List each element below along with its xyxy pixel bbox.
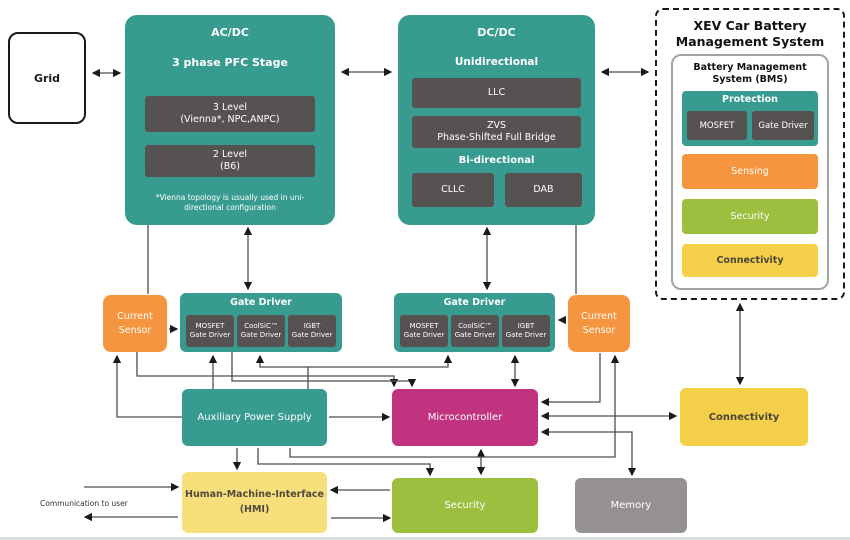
security-block: Security bbox=[392, 478, 538, 533]
coolsic-right-line1: CoolSiC™ bbox=[458, 321, 492, 330]
microcontroller-label: Microcontroller bbox=[427, 412, 503, 423]
aux-power-supply-block: Auxiliary Power Supply bbox=[182, 389, 327, 446]
bms-security-block: Security bbox=[682, 199, 818, 234]
bms-sensing-label: Sensing bbox=[731, 166, 769, 177]
xev-title: XEV Car Battery Management System bbox=[675, 18, 825, 50]
mcu-memory-arrow bbox=[540, 427, 637, 477]
grid-block: Grid bbox=[8, 32, 86, 124]
current-sensor-left-label: Current Sensor bbox=[117, 311, 153, 336]
igbt-right-line1: IGBT bbox=[517, 321, 535, 330]
coolsic-gate-driver-box-right: CoolSiC™ Gate Driver bbox=[451, 315, 499, 347]
acdc-footnote: *Vienna topology is usually used in uni-… bbox=[155, 193, 305, 213]
connectivity-block: Connectivity bbox=[680, 388, 808, 446]
igbt-line1: IGBT bbox=[303, 321, 321, 330]
dcdc-bidirectional-label: Bi-directional bbox=[458, 155, 535, 166]
dcdc-zvs-box: ZVS Phase-Shifted Full Bridge bbox=[412, 116, 581, 148]
grid-label: Grid bbox=[33, 71, 61, 85]
bms-title: Battery Management System (BMS) bbox=[693, 62, 807, 86]
acdc-3level-box: 3 Level (Vienna*, NPC,ANPC) bbox=[145, 96, 315, 132]
dcdc-cllc-label: CLLC bbox=[441, 183, 465, 195]
dcdc-zvs-line1: ZVS bbox=[486, 119, 507, 131]
acdc-3level-line1: 3 Level bbox=[212, 101, 248, 113]
acdc-2level-line2: (B6) bbox=[220, 161, 240, 172]
bms-connectivity-block: Connectivity bbox=[682, 244, 818, 277]
igbt-gate-driver-box-right: IGBT Gate Driver bbox=[502, 315, 550, 347]
hmi-line2: (HMI) bbox=[239, 503, 270, 515]
bms-gate-driver-box: Gate Driver bbox=[752, 111, 814, 140]
gatedriver-mcu-line bbox=[231, 352, 417, 388]
microcontroller-block: Microcontroller bbox=[392, 389, 538, 446]
acdc-block: AC/DC 3 phase PFC Stage 3 Level (Vienna*… bbox=[125, 15, 335, 225]
mosfet-right-line1: MOSFET bbox=[409, 321, 439, 330]
gate-driver-block-left: Gate Driver MOSFET Gate Driver CoolSiC™ … bbox=[180, 293, 342, 352]
mosfet-right-line2: Gate Driver bbox=[403, 331, 445, 339]
security-label: Security bbox=[444, 500, 486, 511]
dcdc-title: DC/DC bbox=[477, 26, 516, 39]
igbt-right-line2: Gate Driver bbox=[505, 331, 547, 339]
acdc-3level-line2: (Vienna*, NPC,ANPC) bbox=[180, 114, 280, 125]
igbt-gate-driver-box: IGBT Gate Driver bbox=[288, 315, 336, 347]
dcdc-llc-box: LLC bbox=[412, 78, 581, 108]
coolsic-right-line2: Gate Driver bbox=[454, 331, 496, 339]
communication-to-user-label: Communication to user bbox=[40, 499, 128, 508]
acdc-2level-line1: 2 Level bbox=[212, 148, 248, 160]
aux-security-line bbox=[257, 448, 435, 477]
bms-protection-block: Protection MOSFET Gate Driver bbox=[682, 91, 818, 146]
bms-mosfet-box: MOSFET bbox=[687, 111, 747, 140]
acdc-2level-box: 2 Level (B6) bbox=[145, 145, 315, 177]
aux-gatedriver-left-branch bbox=[255, 354, 309, 390]
currentsensor-mcu-right bbox=[540, 353, 601, 407]
hmi-block: Human-Machine-Interface (HMI) bbox=[182, 472, 327, 533]
current-sensor-left: Current Sensor bbox=[103, 295, 167, 352]
gate-driver-block-right: Gate Driver MOSFET Gate Driver CoolSiC™ … bbox=[394, 293, 555, 352]
coolsic-line1: CoolSiC™ bbox=[244, 321, 278, 330]
current-sensor-right-label: Current Sensor bbox=[581, 311, 617, 336]
dcdc-dab-box: DAB bbox=[505, 173, 582, 207]
memory-block: Memory bbox=[575, 478, 687, 533]
aux-power-supply-label: Auxiliary Power Supply bbox=[197, 412, 312, 423]
dcdc-zvs-line2: Phase-Shifted Full Bridge bbox=[437, 132, 556, 143]
bottom-divider bbox=[0, 537, 850, 540]
coolsic-line2: Gate Driver bbox=[240, 331, 282, 339]
dcdc-dab-label: DAB bbox=[533, 183, 554, 195]
connectivity-label: Connectivity bbox=[708, 411, 780, 423]
dcdc-llc-label: LLC bbox=[487, 86, 506, 98]
current-sensor-right: Current Sensor bbox=[568, 295, 630, 352]
coolsic-gate-driver-box: CoolSiC™ Gate Driver bbox=[237, 315, 285, 347]
mosfet-line2: Gate Driver bbox=[189, 331, 231, 339]
bms-connectivity-label: Connectivity bbox=[716, 255, 784, 266]
aux-currentsensor-right bbox=[289, 354, 620, 458]
gate-driver-right-title: Gate Driver bbox=[443, 297, 506, 308]
bms-mosfet-label: MOSFET bbox=[699, 120, 735, 131]
aux-gatedriver-right-branch bbox=[308, 354, 453, 368]
mosfet-line1: MOSFET bbox=[195, 321, 225, 330]
gate-driver-left-title: Gate Driver bbox=[230, 297, 292, 308]
aux-currentsensor-left bbox=[112, 354, 183, 418]
igbt-line2: Gate Driver bbox=[291, 331, 333, 339]
xev-bms-block: XEV Car Battery Management System Batter… bbox=[655, 8, 845, 300]
bms-protection-title: Protection bbox=[722, 94, 778, 105]
memory-label: Memory bbox=[610, 500, 652, 511]
acdc-subtitle: 3 phase PFC Stage bbox=[172, 56, 288, 69]
bms-sensing-block: Sensing bbox=[682, 154, 818, 189]
dcdc-unidirectional-label: Unidirectional bbox=[454, 56, 539, 68]
mosfet-gate-driver-box: MOSFET Gate Driver bbox=[186, 315, 234, 347]
bms-security-label: Security bbox=[730, 211, 770, 222]
dcdc-block: DC/DC Unidirectional LLC ZVS Phase-Shift… bbox=[398, 15, 595, 225]
bms-inner-block: Battery Management System (BMS) Protecti… bbox=[671, 54, 829, 290]
hmi-line1: Human-Machine-Interface bbox=[185, 489, 324, 501]
bms-gate-driver-label: Gate Driver bbox=[758, 120, 808, 131]
dcdc-cllc-box: CLLC bbox=[412, 173, 494, 207]
acdc-title: AC/DC bbox=[211, 26, 249, 39]
mosfet-gate-driver-box-right: MOSFET Gate Driver bbox=[400, 315, 448, 347]
